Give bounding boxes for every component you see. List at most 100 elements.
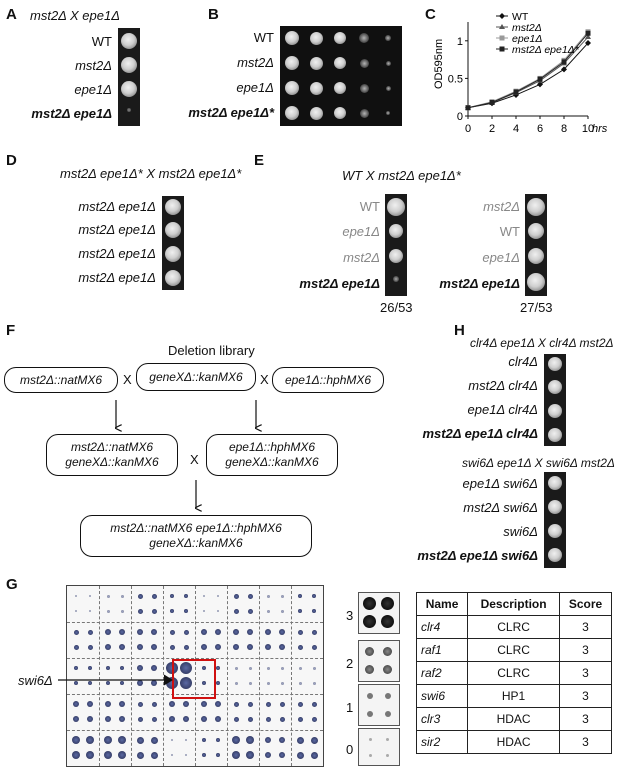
data-point [489,99,495,105]
panel-label-g: G [6,576,18,593]
colony [363,597,376,610]
panel-h-row: mst2Δ swi6Δ [463,500,538,515]
panel-h-row: mst2Δ epe1Δ swi6Δ [417,548,538,563]
colony [151,701,157,707]
colony [137,644,143,650]
panel-h-row: mst2Δ epe1Δ clr4Δ [422,426,538,441]
colony [246,736,254,744]
colony [312,666,316,670]
colony [309,81,323,95]
colony [265,644,271,650]
panel-h-row: epe1Δ swi6Δ [462,476,539,491]
colony [165,222,181,238]
colony [87,644,93,650]
panel-f-box-mst2-genex: mst2Δ::natMX6 geneXΔ::kanMX6 [46,434,178,476]
panel-h-cross2: swi6Δ epe1Δ X swi6Δ mst2Δ [462,456,615,470]
table-cell: HP1 [467,684,561,708]
panel-f-box-epe1: epe1Δ::hphMX6 [272,367,384,393]
colony [72,736,80,744]
colony [248,666,252,670]
colony [215,716,221,722]
colony [216,666,220,670]
colony [216,681,220,685]
colony [312,594,316,598]
colony [201,644,207,650]
colony [266,594,270,598]
panel-d-cross: mst2Δ epe1Δ* X mst2Δ epe1Δ* [60,166,242,181]
panel-g-colony-array [66,585,324,767]
colony [247,629,253,635]
colony [548,404,562,418]
colony [369,738,372,741]
colony [75,610,77,612]
colony [137,701,143,707]
panel-b-row-epe1: epe1Δ [236,80,274,95]
colony [106,594,110,598]
colony [297,716,303,722]
panel-f-library-label: Deletion library [168,343,255,358]
colony [202,666,206,670]
panel-e-right-row: epe1Δ [482,250,520,265]
grid-divider [259,586,260,766]
colony [136,736,144,744]
colony [137,608,143,614]
colony [170,609,174,613]
panel-label-a: A [6,6,17,23]
panel-a-row-mst2: mst2Δ [75,58,112,73]
panel-f-box-final: mst2Δ::natMX6 epe1Δ::hphMX6 geneXΔ::kanM… [80,515,312,557]
panel-label-f: F [6,322,16,339]
x-tick-label: 6 [537,123,543,135]
panel-f-arrows [0,400,400,520]
colony [183,629,189,635]
table-header: Score [559,592,612,616]
colony [184,609,188,613]
colony [298,681,302,685]
colony [73,629,79,635]
colony [232,751,240,759]
colony [105,644,111,650]
colony [215,629,221,635]
panel-a-row-epe1: epe1Δ [74,82,112,97]
colony [312,681,316,685]
colony [247,716,253,722]
colony [217,595,219,597]
colony [309,56,323,70]
colony [309,106,323,120]
colony [169,716,175,722]
table-cell: HDAC [467,730,561,754]
colony [548,380,562,394]
colony [169,629,175,635]
colony [365,665,374,674]
box-text: epe1Δ::hphMX6 [284,372,372,387]
colony [73,644,79,650]
colony [285,31,299,45]
panel-d-strip [162,196,184,290]
colony [232,736,240,744]
colony [119,644,125,650]
colony [279,737,285,743]
colony [279,752,285,758]
colony [118,751,126,759]
legend-label: WT [512,11,529,23]
colony [216,753,220,757]
colony [185,739,187,741]
colony [386,754,389,757]
colony [297,629,303,635]
box-text: geneXΔ::kanMX6 [65,455,159,469]
score-label-3: 3 [346,608,354,623]
panel-e-left-row: mst2Δ [343,250,380,265]
colony [151,608,157,614]
table-cell: CLRC [467,661,561,685]
colony [150,736,158,744]
colony [311,716,317,722]
colony [389,249,403,263]
table-cell: 3 [559,661,612,685]
colony [363,615,376,628]
colony [202,738,206,742]
colony [386,738,389,741]
grid-divider [67,658,323,659]
colony [548,500,562,514]
